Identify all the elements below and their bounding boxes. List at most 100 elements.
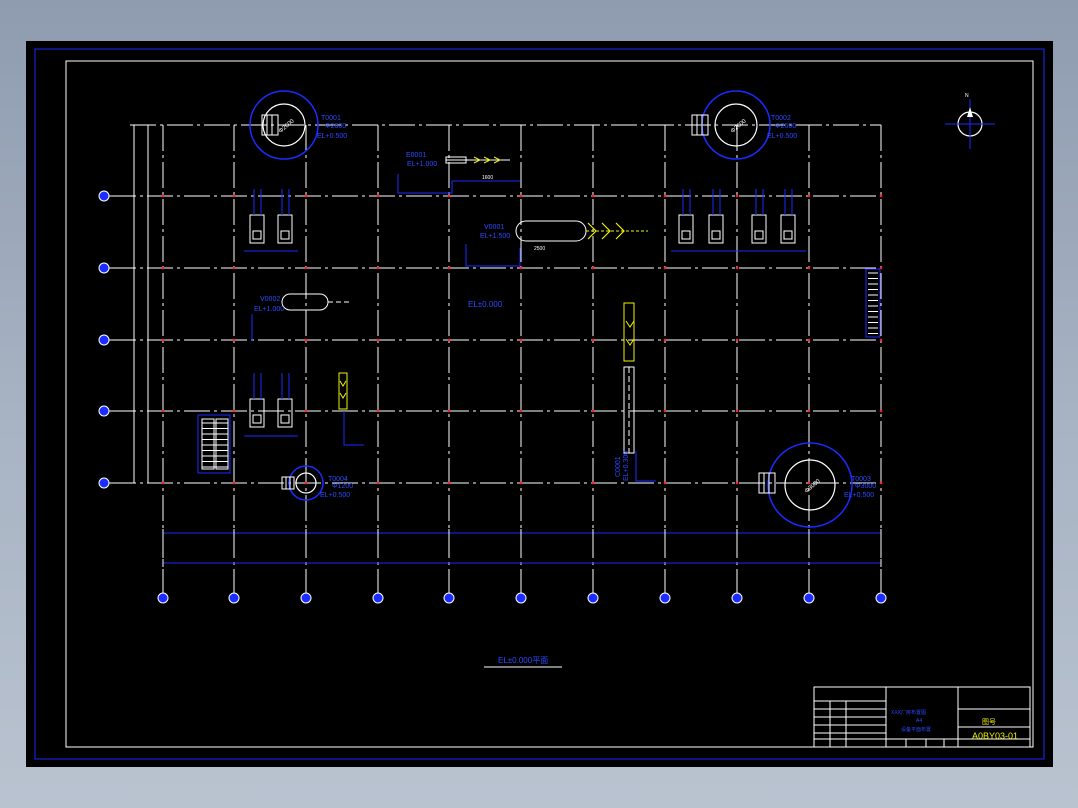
- dim-text: 1600: [482, 175, 493, 181]
- axis-intersection-mark: [807, 409, 811, 413]
- title-name-line2: A4: [916, 718, 922, 724]
- cad-drawing: Φ2600 T0001 Φ2600 EL+0.500 Φ2600 T0002 Φ…: [34, 48, 1045, 760]
- axis-intersection-mark: [519, 194, 523, 198]
- axis-intersection-mark: [304, 338, 308, 342]
- grid-bubble-row: [98, 190, 110, 202]
- drawing-frame: [65, 60, 1034, 748]
- grid-bubble-row: [98, 477, 110, 489]
- axis-intersection-mark: [376, 194, 380, 198]
- outer-border: [34, 48, 1045, 760]
- grid-bubble-row: [98, 334, 110, 346]
- tank-elevation-label: EL+0.500: [767, 133, 797, 140]
- stair-left[interactable]: [197, 414, 231, 474]
- axis-intersection-mark: [735, 266, 739, 270]
- pump-body: [780, 214, 796, 244]
- axis-intersection-mark: [735, 409, 739, 413]
- axis-intersection-mark: [807, 338, 811, 342]
- grid-bubble-column: [587, 592, 599, 604]
- column-elevation: EL+0.300: [623, 451, 630, 481]
- title-name-line3: 设备平面布置: [901, 726, 931, 733]
- pump-body: [708, 214, 724, 244]
- axis-intersection-mark: [879, 194, 883, 198]
- axis-intersection-mark: [232, 481, 236, 485]
- pump-body: [277, 398, 293, 428]
- axis-intersection-mark: [376, 338, 380, 342]
- axis-intersection-mark: [663, 481, 667, 485]
- axis-intersection-mark: [232, 338, 236, 342]
- column-vertical[interactable]: C0001 EL+0.300: [615, 302, 656, 482]
- axis-intersection-mark: [376, 481, 380, 485]
- tank-bottom-small[interactable]: T0004 Φ1200 EL+0.500: [281, 465, 353, 501]
- axis-intersection-mark: [447, 338, 451, 342]
- small-column-left[interactable]: [338, 372, 364, 446]
- stair-right-treads: [868, 272, 878, 334]
- axis-intersection-mark: [161, 338, 165, 342]
- grid-bubble-column: [515, 592, 527, 604]
- pump-motor: [681, 230, 691, 240]
- column-tag: C0001: [615, 456, 622, 477]
- vessel-elevation: EL+1.000: [254, 306, 284, 313]
- axis-intersection-mark: [161, 481, 165, 485]
- axis-intersection-mark: [161, 409, 165, 413]
- exchanger-elevation: EL+1.000: [407, 161, 437, 168]
- column-grid: [98, 124, 887, 604]
- pump-motor: [280, 414, 290, 424]
- axis-intersection-mark: [304, 266, 308, 270]
- axis-intersection-mark: [161, 266, 165, 270]
- exchanger-top[interactable]: E0001 EL+1.000 1600: [397, 152, 520, 194]
- axis-intersection-mark: [663, 409, 667, 413]
- tank-tag-label: T0002: [771, 115, 791, 122]
- axis-intersection-mark: [376, 266, 380, 270]
- axis-intersection-mark: [663, 194, 667, 198]
- stair-right[interactable]: [865, 268, 881, 338]
- tank-tag-label: T0003: [851, 476, 871, 483]
- tank-size-text: Φ1200: [332, 483, 353, 490]
- cad-viewport[interactable]: Φ2600 T0001 Φ2600 EL+0.500 Φ2600 T0002 Φ…: [26, 41, 1053, 767]
- axis-intersection-mark: [735, 194, 739, 198]
- tank-elevation-label: EL+0.500: [317, 133, 347, 140]
- tank-size-text: Φ2600: [325, 123, 346, 130]
- pump-motor: [754, 230, 764, 240]
- axis-intersection-mark: [376, 409, 380, 413]
- axis-intersection-mark: [735, 338, 739, 342]
- vessel-mid[interactable]: V0001 EL+1.500 2500: [465, 220, 648, 267]
- axis-intersection-mark: [879, 481, 883, 485]
- axis-intersection-mark: [519, 481, 523, 485]
- grid-bubble-column: [443, 592, 455, 604]
- pump-body: [249, 398, 265, 428]
- axis-intersection-mark: [519, 338, 523, 342]
- axis-intersection-mark: [447, 409, 451, 413]
- pump-motor: [783, 230, 793, 240]
- vessel-left[interactable]: V0002 EL+1.000: [251, 293, 352, 341]
- plan-title: EL±0.000平面: [498, 656, 548, 665]
- grid-bubble-column: [731, 592, 743, 604]
- tank-size-text: Φ2600: [775, 123, 796, 130]
- tank-tag-label: T0001: [321, 115, 341, 122]
- pump-body: [678, 214, 694, 244]
- north-arrow-icon: N: [945, 93, 995, 149]
- title-name-line1: XXX厂房布置图: [891, 709, 926, 716]
- axis-intersection-mark: [447, 266, 451, 270]
- tank-tag-label: T0004: [328, 476, 348, 483]
- grid-bubble-column: [157, 592, 169, 604]
- grid-bubble-column: [659, 592, 671, 604]
- axis-intersection-mark: [879, 266, 883, 270]
- axis-intersection-mark: [447, 194, 451, 198]
- tank-top-right[interactable]: Φ2600 T0002 Φ2600 EL+0.500: [691, 90, 797, 160]
- axis-intersection-mark: [591, 338, 595, 342]
- axis-intersection-mark: [591, 409, 595, 413]
- grid-bubble-column: [875, 592, 887, 604]
- axis-intersection-mark: [807, 194, 811, 198]
- axis-intersection-mark: [663, 338, 667, 342]
- axis-intersection-mark: [447, 481, 451, 485]
- tank-bottom-right[interactable]: Φ3000 T0003 Φ3000 EL+0.500: [758, 442, 876, 528]
- drawing-number: A0BY03-01: [972, 731, 1018, 741]
- pump-body: [277, 214, 293, 244]
- axis-intersection-mark: [591, 194, 595, 198]
- pump-motor: [280, 230, 290, 240]
- axis-intersection-mark: [807, 266, 811, 270]
- axis-intersection-mark: [591, 481, 595, 485]
- tank-size-text: Φ3000: [855, 483, 876, 490]
- left-dimensions: [133, 125, 149, 483]
- grid-bubble-column: [228, 592, 240, 604]
